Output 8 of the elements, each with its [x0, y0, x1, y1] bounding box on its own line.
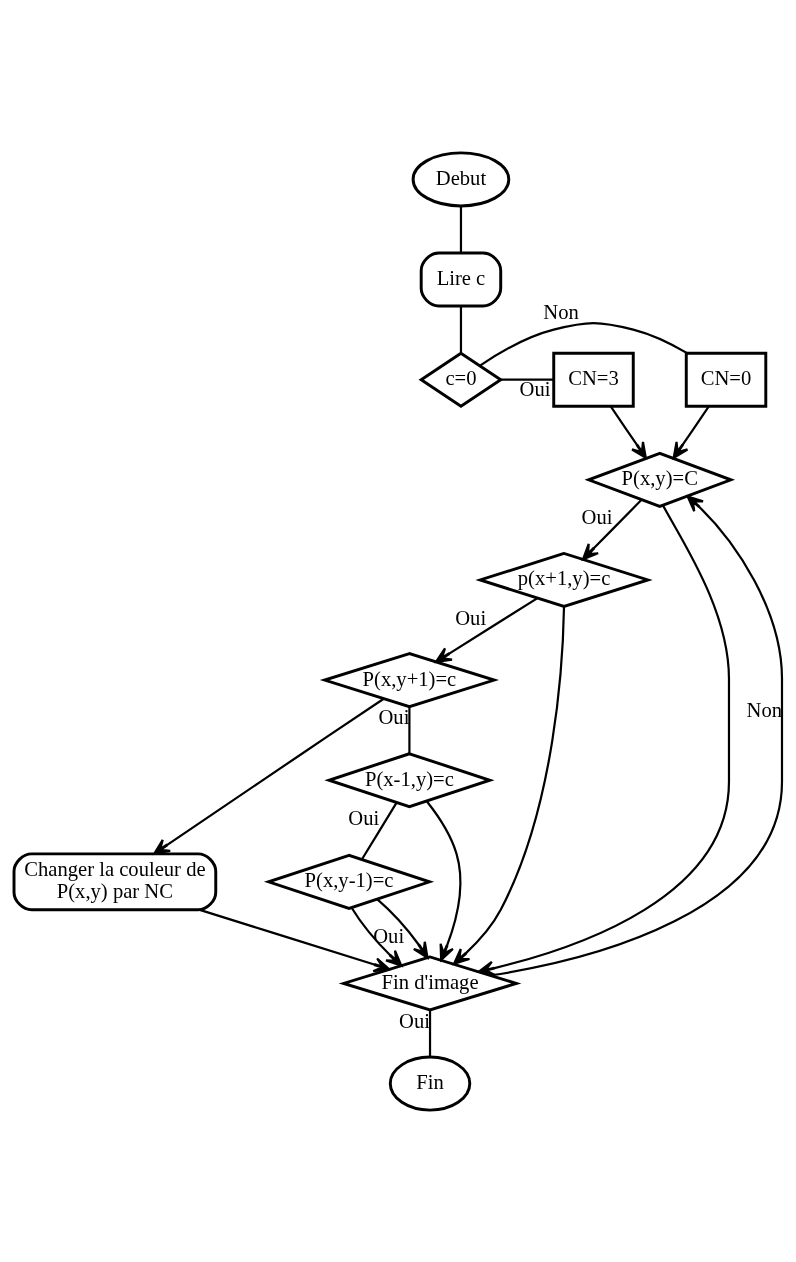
edge-label: Oui	[373, 924, 405, 947]
edge-label: Oui	[455, 606, 487, 629]
edge-label: Oui	[399, 1009, 431, 1032]
edge-label: Oui	[581, 505, 613, 528]
edge-label: Non	[543, 300, 579, 323]
edge-label: Oui	[348, 806, 380, 829]
edge-label: Non	[746, 698, 783, 720]
edge-label: Oui	[519, 377, 551, 400]
